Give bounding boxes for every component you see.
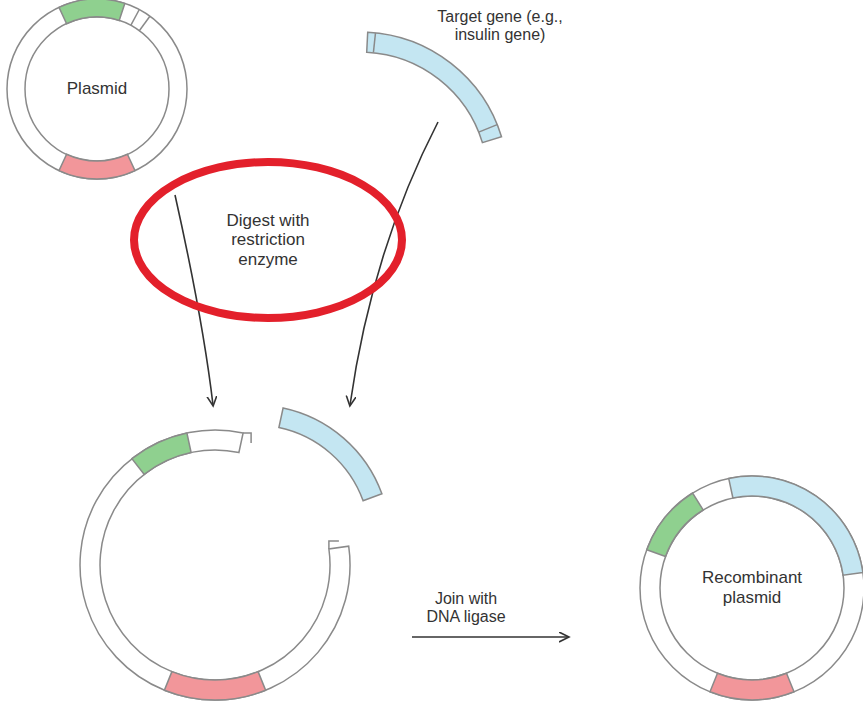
- plasmid-band: [710, 673, 794, 700]
- plasmid-band: [59, 154, 135, 179]
- annotation-label: Join with DNA ligase: [418, 590, 514, 627]
- sticky-end: [243, 433, 251, 443]
- flow-arrow: [412, 636, 568, 638]
- annotation-label: Target gene (e.g., insulin gene): [425, 8, 575, 45]
- node-label: Digest with restriction enzyme: [222, 211, 314, 270]
- target-gene: [367, 32, 502, 142]
- marker-gene-band: [132, 433, 191, 474]
- highlight-ellipse-outline: [134, 162, 402, 318]
- sticky-end: [329, 541, 339, 549]
- plasmid-band: [729, 476, 863, 575]
- gene-fragment: [279, 408, 382, 501]
- plasmid-circle: Plasmid: [5, 0, 189, 181]
- cut-site: [139, 16, 150, 31]
- sticky-end: [373, 33, 375, 53]
- ring-outline: [7, 0, 187, 179]
- ring-outline: [640, 476, 863, 700]
- node-text-block: Recombinant plasmid: [697, 568, 807, 607]
- cut-site: [131, 10, 140, 26]
- node-label: Recombinant plasmid: [697, 568, 807, 607]
- ring-outline: [25, 17, 169, 161]
- plasmid-band: [59, 0, 125, 24]
- node-text-block: Plasmid: [42, 79, 152, 99]
- highlight-ellipse: Digest with restriction enzyme: [128, 158, 408, 322]
- recombinant-plasmid-circle: Recombinant plasmid: [640, 476, 863, 700]
- ring-outline: [660, 496, 844, 680]
- node-text-block: Digest with restriction enzyme: [222, 211, 314, 270]
- origin-band: [164, 672, 265, 700]
- open-plasmid: [80, 430, 350, 700]
- node-label: Plasmid: [42, 79, 152, 99]
- plasmid-band: [647, 493, 703, 557]
- sticky-end: [479, 125, 498, 133]
